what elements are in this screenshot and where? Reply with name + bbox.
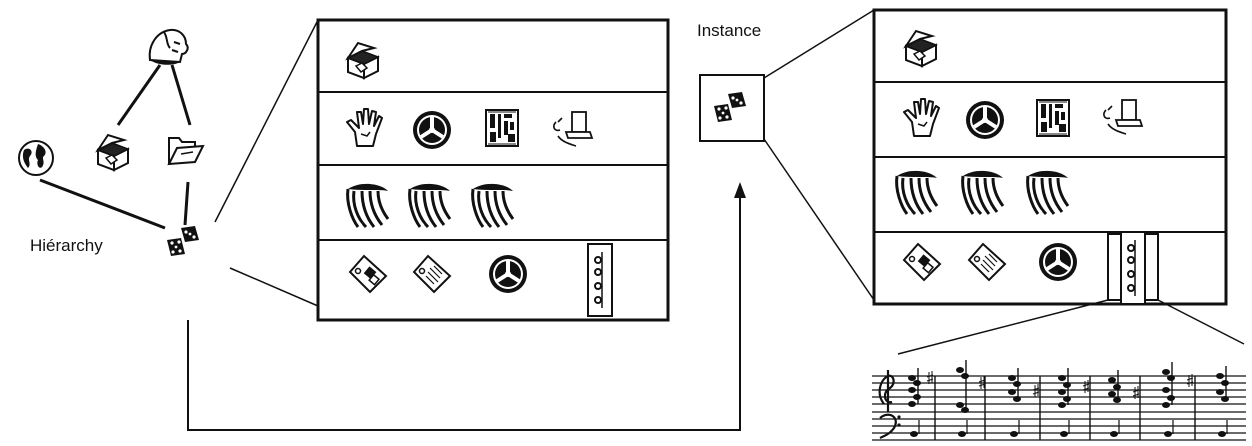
arrow-head (734, 182, 746, 198)
zoom-line-score-right (1157, 299, 1245, 345)
circuit-board-icon (1036, 99, 1070, 137)
zoom-line-top-right (763, 9, 875, 79)
film-reel-icon (411, 109, 453, 151)
hierarchy-label: Hiérarchy (30, 236, 103, 255)
film-reel-icon (964, 99, 1006, 141)
stone-head-icon (148, 28, 189, 66)
zoom-line-score-left (897, 299, 1109, 355)
zoom-line-bottom-right (763, 138, 875, 301)
dice-icon (167, 226, 199, 256)
zoom-line-bottom-left (229, 267, 319, 307)
selected-notes-cell (1107, 231, 1159, 305)
zoom-line-top-left (214, 19, 319, 223)
film-reel-icon (487, 253, 529, 295)
edge-head-folder (170, 64, 192, 126)
music-notes-icon (587, 243, 613, 317)
globe-icon (18, 140, 54, 176)
instance-label: Instance (697, 21, 762, 40)
instance-arrow (187, 198, 741, 431)
hierarchy-tree (39, 64, 192, 230)
open-folder-icon (168, 137, 204, 165)
musical-score-icon (872, 360, 1246, 441)
music-notes-icon (1120, 231, 1146, 305)
open-box-icon (97, 134, 129, 171)
edge-globe-dice (39, 178, 166, 230)
circuit-board-icon (485, 109, 519, 147)
edge-head-box (116, 64, 162, 126)
film-reel-icon (1037, 241, 1079, 283)
edge-folder-dice (183, 181, 190, 226)
